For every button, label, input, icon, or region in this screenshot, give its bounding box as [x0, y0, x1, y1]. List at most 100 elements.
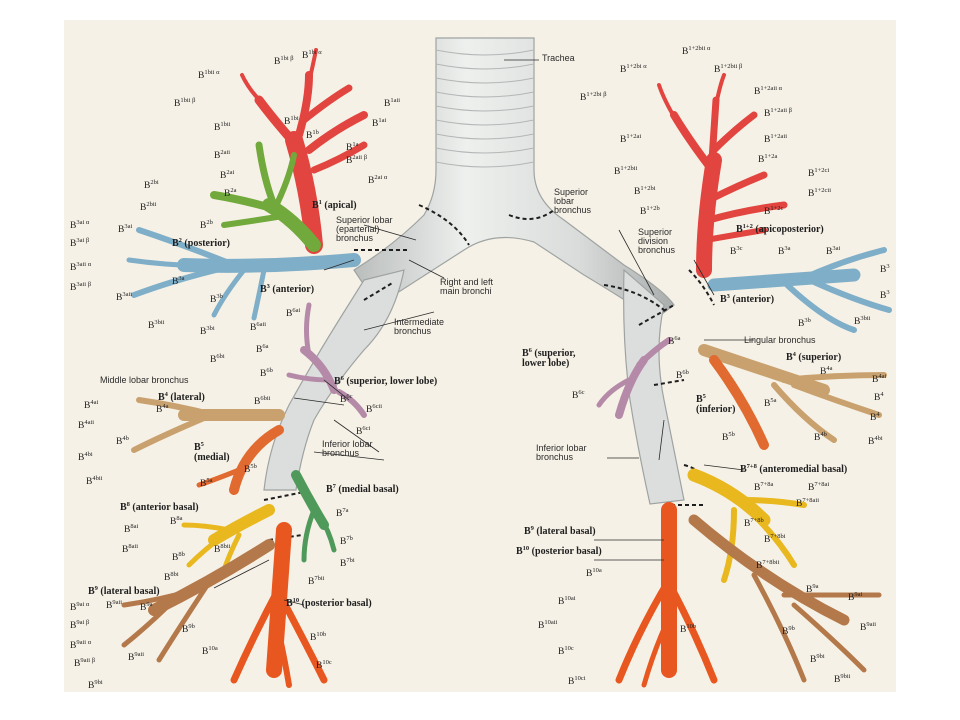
label-r9ai-alpha: B9ai α: [70, 601, 90, 613]
label-superior-lobar-eparterial: Superior lobar(eparterial)bronchus: [336, 215, 393, 243]
label-l10a: B10a: [586, 567, 602, 579]
label-r2bii: B2bii: [140, 201, 157, 213]
leader-lines: [213, 59, 754, 606]
label-l12aii: B1+2aii: [764, 133, 788, 145]
label-l3a: B3a: [778, 245, 791, 257]
label-l78bi: B7+8bi: [764, 533, 786, 545]
label-r10a: B10a: [202, 645, 218, 657]
label-l9ai: B9ai: [848, 591, 863, 603]
label-r1b: B1b: [306, 129, 319, 141]
label-l12aii-beta: B1+2aii β: [764, 107, 792, 119]
label-l12aii-alpha: B1+2aii α: [754, 85, 783, 97]
label-rb3-anterior: B3 (anterior): [260, 283, 315, 295]
label-l4bi: B4bi: [868, 435, 883, 447]
label-l12bi-beta: B1+2bi β: [580, 91, 607, 103]
label-r3ai-beta: B3ai β: [70, 237, 90, 249]
label-lb5-inferior: B5(inferior): [696, 393, 736, 415]
left-lower-trunk: [623, 268, 685, 505]
label-r1bii-beta: B1bii β: [174, 97, 196, 109]
label-l5b: B5b: [722, 431, 735, 443]
right-lower-trunk: [263, 269, 405, 491]
label-lb9-lateral-basal: B9 (lateral basal): [524, 525, 596, 537]
label-l10ai: B10ai: [558, 595, 576, 607]
label-r1ai: B1ai: [372, 117, 387, 129]
label-r1bii: B1bii: [214, 121, 231, 133]
label-r9aii-beta: B9aii β: [74, 657, 96, 669]
label-l6a: B6a: [668, 335, 681, 347]
label-rb8-anterior-basal: B8 (anterior basal): [120, 501, 199, 513]
rb2-posterior: [210, 141, 321, 252]
label-r10b: B10b: [310, 631, 327, 643]
label-l78ai: B7+8ai: [808, 481, 830, 493]
label-r7bii: B7bii: [308, 575, 325, 587]
label-l12bii-beta: B1+2bii β: [714, 63, 743, 75]
label-r8aii: B8aii: [122, 543, 139, 555]
label-r7a: B7a: [336, 507, 349, 519]
rb8-anterior-basal: [181, 504, 275, 573]
label-r6bi: B6bi: [210, 353, 225, 365]
label-l4aii: B4: [874, 391, 884, 403]
label-r9aii: B9aii: [106, 599, 123, 611]
label-lb3-anterior: B3 (anterior): [720, 293, 775, 305]
label-r6c: B6c: [340, 393, 353, 405]
label-rb5-medial: B5(medial): [194, 441, 230, 463]
label-r2a: B2a: [224, 187, 237, 199]
label-l10b: B10b: [680, 623, 697, 635]
label-r1aii: B1aii: [384, 97, 401, 109]
label-r3ai-alpha: B3ai α: [70, 219, 90, 231]
rb5-medial: [196, 425, 284, 495]
label-r5a: B5a: [200, 477, 213, 489]
label-rb9-lateral-basal: B9 (lateral basal): [88, 585, 160, 597]
label-r3a: B3a: [172, 275, 185, 287]
label-l9b: B9b: [782, 625, 795, 637]
label-l12ai: B1+2ai: [620, 133, 642, 145]
label-lb12-apicoposterior: B1+2 (apicoposterior): [736, 223, 824, 235]
label-rb7-medial-basal: B7 (medial basal): [326, 483, 399, 495]
label-l12bi-alpha: B1+2bi α: [620, 63, 647, 75]
label-r2bi: B2bi: [144, 179, 159, 191]
label-lingular-bronchus: Lingular bronchus: [744, 335, 816, 345]
lb12-apicoposterior: [657, 73, 788, 278]
label-l12a: B1+2a: [758, 153, 778, 165]
label-r7bi: B7bi: [340, 557, 355, 569]
label-l12bi: B1+2bi: [634, 185, 656, 197]
rb3-anterior: [126, 227, 361, 321]
label-l3ai: B3ai: [826, 245, 841, 257]
label-l12ci: B1+2ci: [808, 167, 830, 179]
rb7-medial-basal: [291, 470, 337, 563]
lb5-inferior: [709, 355, 769, 450]
bronchial-tree-plate: Trachea B1bi β B1bi α B1bii α B1bii β B1…: [64, 20, 896, 692]
label-middle-lobar-bronchus: Middle lobar bronchus: [100, 375, 189, 385]
label-r4bi: B4bi: [78, 451, 93, 463]
label-l10aii: B10aii: [538, 619, 558, 631]
label-r1bi-beta: B1bi β: [274, 55, 294, 67]
label-l4b: B4b: [814, 431, 827, 443]
label-r6bii: B6bii: [254, 395, 271, 407]
label-lb6-superior: B6 (superior,lower lobe): [522, 347, 576, 369]
label-r1a: B1a: [346, 141, 359, 153]
label-l3c: B3c: [730, 245, 743, 257]
label-r4b: B4b: [116, 435, 129, 447]
label-l12cii: B1+2cii: [808, 187, 832, 199]
trachea: [353, 37, 675, 321]
label-r6cii: B6cii: [366, 403, 383, 415]
label-rb4-lateral: B4 (lateral): [158, 391, 205, 403]
label-l9bii: B9bii: [834, 673, 851, 685]
label-l4-edge: B4: [870, 411, 880, 423]
label-r8ai: B8ai: [124, 523, 139, 535]
label-r1bii-alpha: B1bii α: [198, 69, 220, 81]
label-lb10-posterior-basal: B10 (posterior basal): [516, 545, 602, 557]
label-r10c: B10c: [316, 659, 332, 671]
label-l6c: B6c: [572, 389, 585, 401]
lb6-superior: [596, 337, 672, 419]
label-r9bi: B9bi: [88, 679, 103, 691]
label-l78a: B7+8a: [754, 481, 774, 493]
lb3-anterior: [707, 247, 892, 333]
label-r3bi: B3bi: [200, 325, 215, 337]
label-l3-edge: B3: [880, 263, 890, 275]
label-r6aii: B6aii: [250, 321, 267, 333]
label-r6a: B6a: [256, 343, 269, 355]
